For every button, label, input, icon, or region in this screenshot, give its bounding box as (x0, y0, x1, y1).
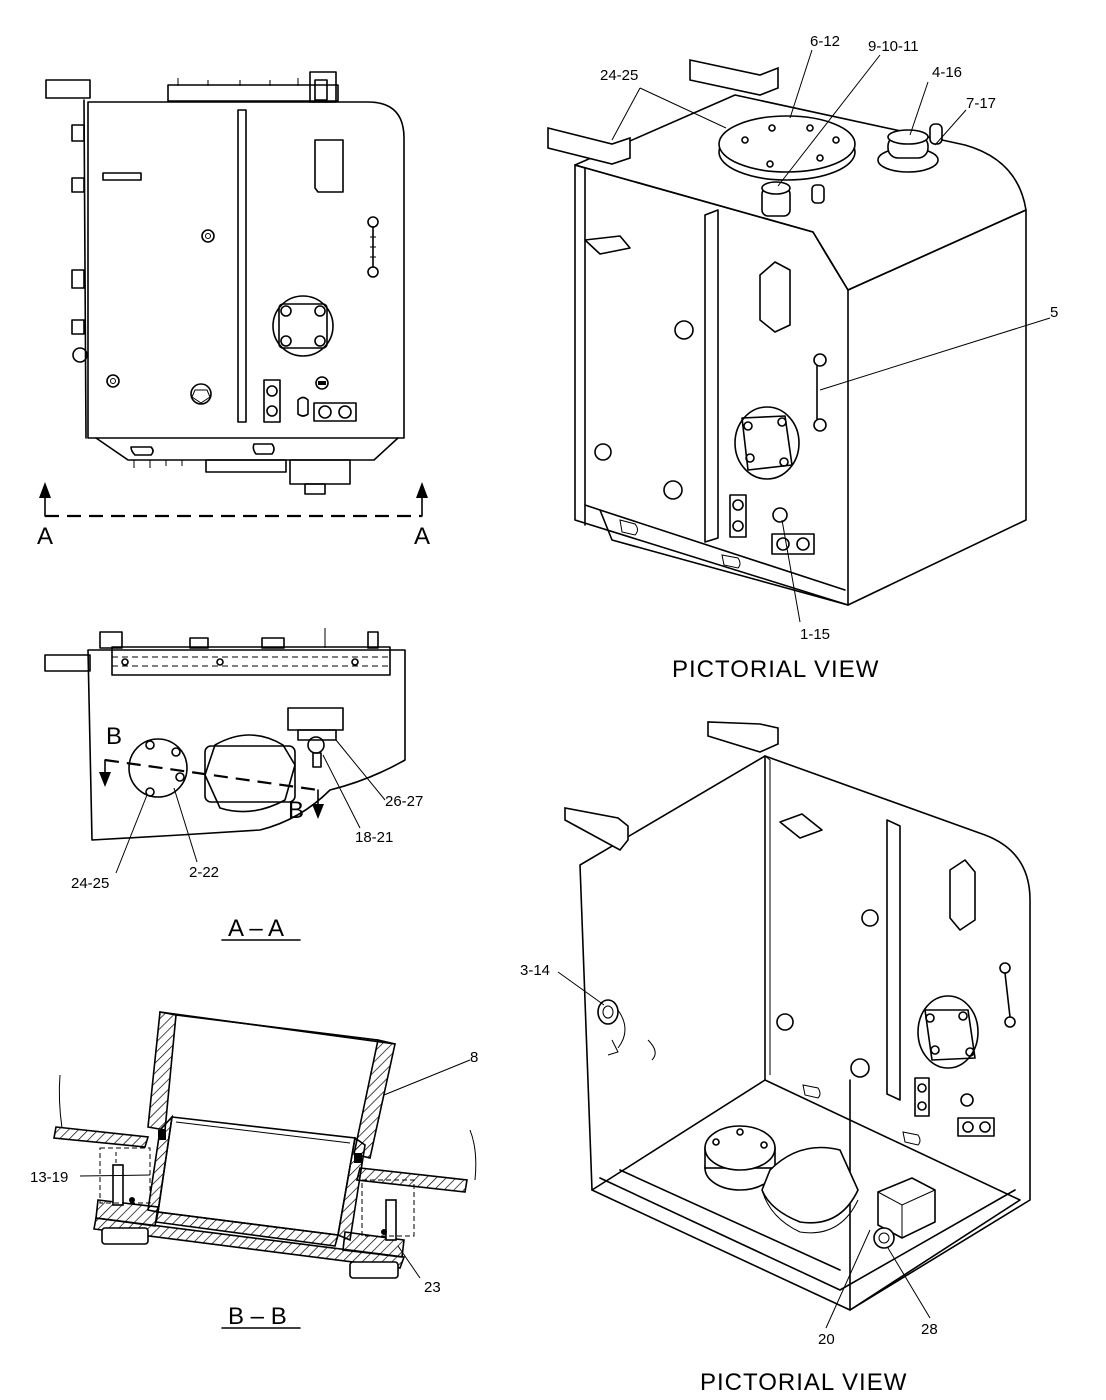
section-bb-view (53, 1011, 477, 1279)
callout-5: 5 (1050, 304, 1058, 321)
pictorial-view-bottom (557, 721, 1031, 1329)
callout-28: 28 (921, 1321, 938, 1338)
callout-9-10-11: 9-10-11 (868, 38, 919, 55)
section-title-aa: A – A (228, 915, 284, 942)
callout-20: 20 (818, 1331, 835, 1348)
callout-24-25-top: 24-25 (600, 67, 638, 84)
front-elevation-view (39, 71, 428, 518)
callout-8: 8 (470, 1049, 478, 1066)
callout-7-17: 7-17 (966, 95, 996, 112)
pictorial-view-title-bottom: PICTORIAL VIEW (700, 1369, 907, 1396)
callout-13-19: 13-19 (30, 1169, 68, 1186)
section-marker-b-right: B (288, 797, 304, 824)
section-aa-view (44, 628, 406, 874)
callout-2-22: 2-22 (189, 864, 219, 881)
callout-4-16: 4-16 (932, 64, 962, 81)
callout-23: 23 (424, 1279, 441, 1296)
callout-6-12: 6-12 (810, 33, 840, 50)
callout-3-14: 3-14 (520, 962, 550, 979)
section-marker-b-left: B (106, 723, 122, 750)
callout-18-21: 18-21 (355, 829, 393, 846)
callout-1-15: 1-15 (800, 626, 830, 643)
section-marker-a-right: A (414, 523, 430, 550)
callout-24-25-aa: 24-25 (71, 875, 109, 892)
section-marker-a-left: A (37, 523, 53, 550)
pictorial-view-title-top: PICTORIAL VIEW (672, 656, 879, 683)
callout-26-27: 26-27 (385, 793, 423, 810)
section-title-bb: B – B (228, 1303, 287, 1330)
pictorial-view-top (547, 49, 1051, 623)
